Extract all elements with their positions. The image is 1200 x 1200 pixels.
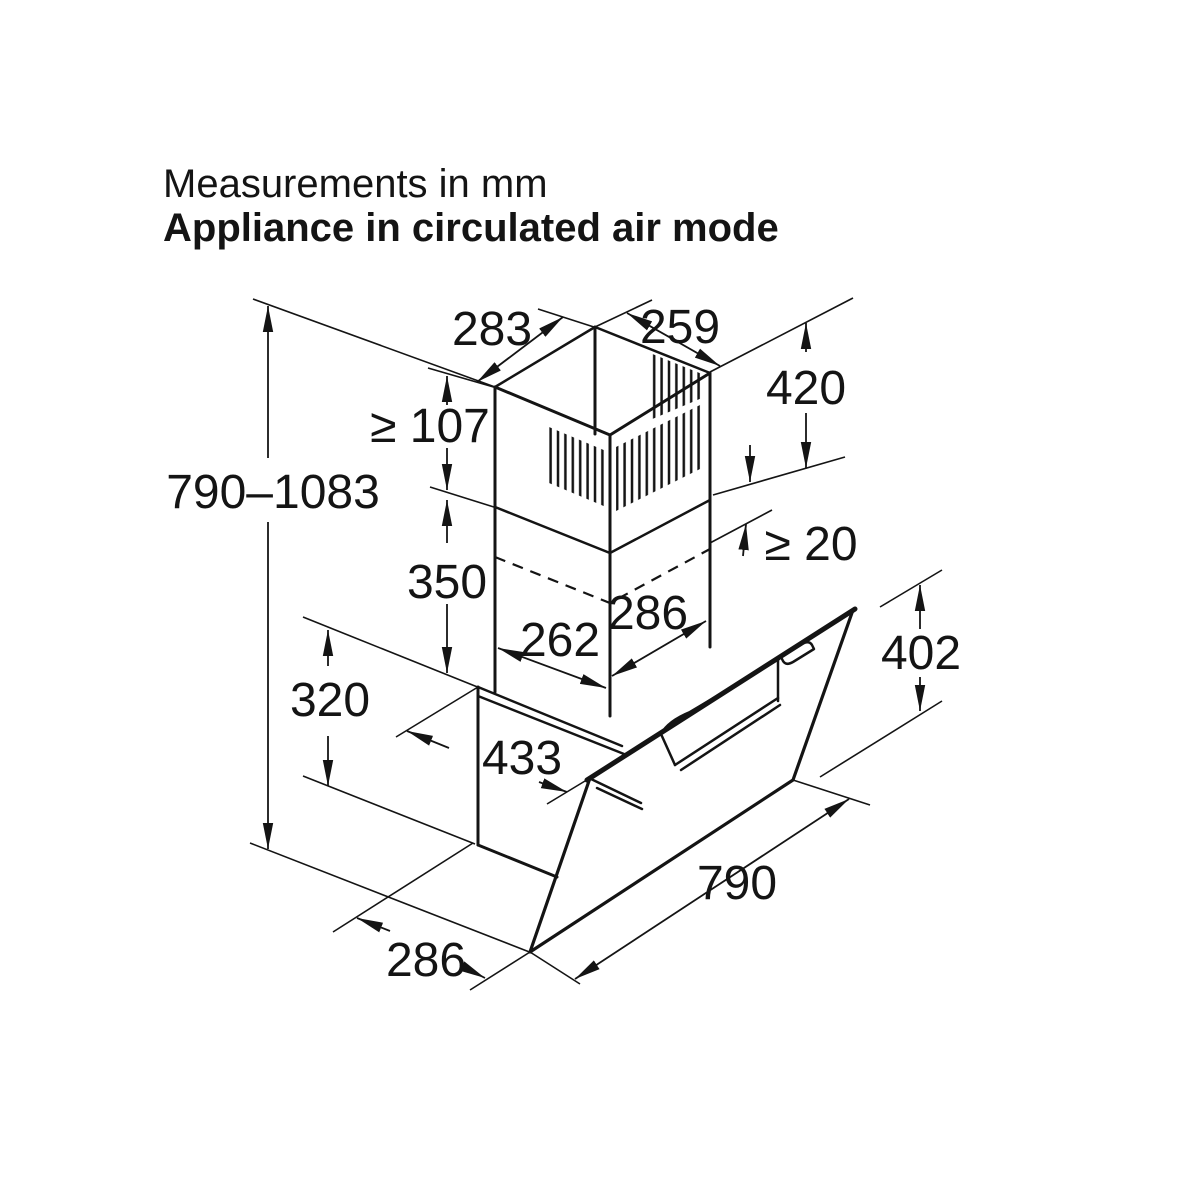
label-glass-height: 402 [881,627,961,680]
ext-glass-topleft [546,777,591,805]
body-top-edge-inner [476,694,626,756]
ext-chimney-right-top [709,297,854,373]
vent-slats-left-face [549,427,606,507]
glass-panel [528,606,858,954]
ext-glass-bottomright [792,779,871,806]
title-block: Measurements in mm Appliance in circulat… [163,162,779,250]
dimension-labels: 283 259 420 ≥ 107 790–1083 350 ≥ 20 286 … [166,301,961,987]
deflector-bottom-inner [679,703,782,772]
label-body-height: 320 [290,674,370,727]
label-body-depth-top: 433 [482,732,562,785]
air-deflector [659,641,816,772]
ext-bottom-left [249,842,533,954]
dim-bottom-depth-left [356,917,391,933]
ext-joint-right [712,456,846,496]
ext-chimney-back-upright [594,299,653,328]
dim-glass-width [574,798,850,980]
deflector-bottom-outer [673,696,780,767]
ext-joint-left [429,486,498,509]
body-front-edge-behind-glass-2 [595,786,644,811]
ext-body-top [302,616,481,689]
ext-glass-topright [879,569,943,608]
chimney [493,325,712,718]
label-top-width: 259 [640,301,720,354]
dim-bottom-depth-right [459,961,486,979]
chimney-section-joint [493,498,712,555]
body-front-edge-behind-glass-1 [589,777,643,805]
ext-dashed-right [709,509,773,544]
label-overall-height: 790–1083 [166,466,380,519]
body-top-edge-outer [476,685,624,748]
ext-chimney-back-upleft [537,308,598,329]
chimney-telescope-dashed-line [494,548,711,605]
chimney-rim-front-left [493,385,612,437]
dimension-lines [262,306,926,980]
ext-chimney-corner-left [427,367,498,389]
ext-glass-bottom-right [529,951,581,985]
ext-body-bottom [302,775,476,845]
dim-body-depth-right [538,778,568,793]
label-lower-chimney-height: 350 [407,556,487,609]
label-glass-width: 790 [697,857,777,910]
body-bottom-edge [476,843,559,879]
label-min-upper: ≥ 107 [370,400,490,453]
dim-top-depth [476,316,564,383]
dim-lower-width [611,620,707,677]
dim-overlap-lower [738,523,749,557]
dim-top-width [626,312,721,367]
extension-lines [249,297,943,991]
title-mode: Appliance in circulated air mode [163,206,779,250]
vent-slats-right-face [616,403,704,511]
glass-top-edge [584,606,858,783]
label-lower-depth: 262 [520,614,600,667]
label-body-depth-bottom: 286 [386,934,466,987]
ext-glass-bottom-down [469,951,531,991]
dim-body-depth-left [406,730,450,749]
label-min-overlap: ≥ 20 [764,518,857,571]
ext-body-corner-down [332,842,474,933]
ext-wall-depth [395,686,479,738]
label-top-depth: 283 [452,303,532,356]
label-upper-chimney-height: 420 [766,362,846,415]
deflector-left-edge [659,732,677,767]
label-lower-width: 286 [608,587,688,640]
title-units: Measurements in mm [163,162,548,206]
ext-top-left [252,298,496,388]
ext-glass-right-low [819,700,943,778]
dim-lower-depth [497,647,607,689]
chimney-rim-front-right [608,371,712,437]
